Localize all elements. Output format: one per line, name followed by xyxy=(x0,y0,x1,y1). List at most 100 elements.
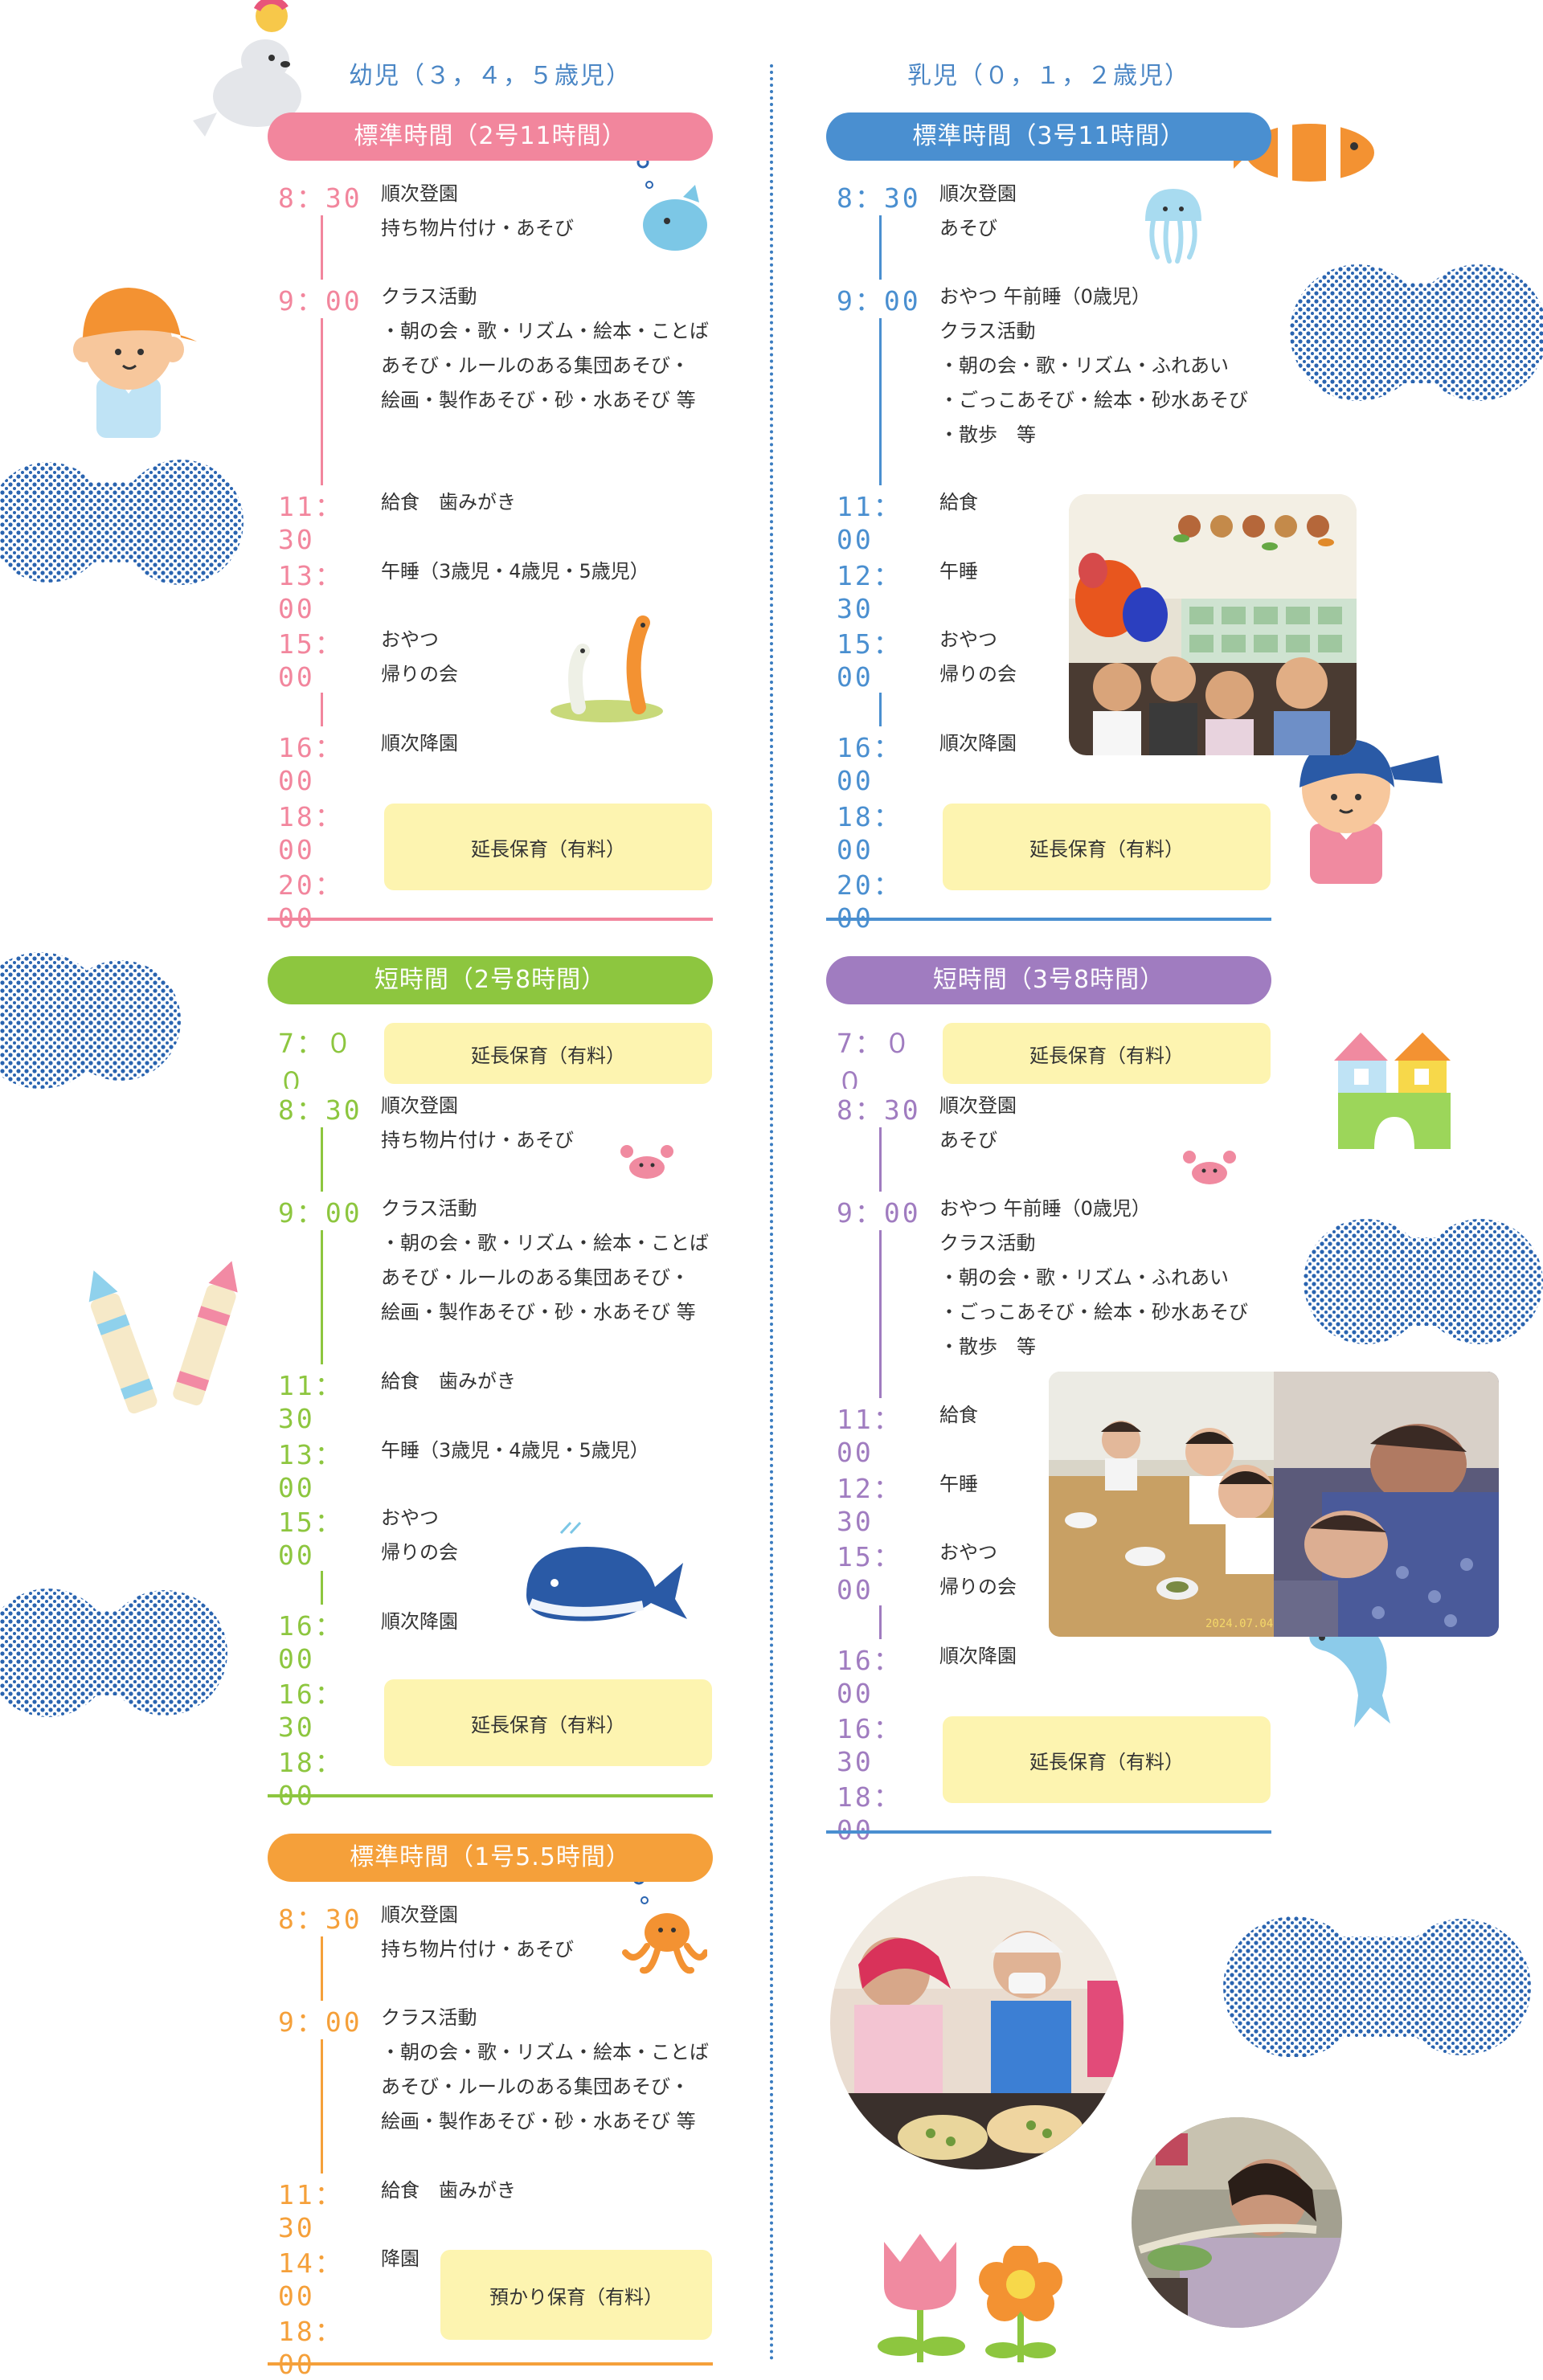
activity: 順次降園 xyxy=(939,1645,1017,1667)
extended-care-box: 延長保育（有料） xyxy=(384,804,712,890)
dot-cloud-right-3 xyxy=(1223,1916,1531,2057)
activity: 給食 xyxy=(939,1404,978,1426)
time-label: 20：00 xyxy=(837,864,933,934)
time-label: 14：00 xyxy=(278,2242,374,2312)
time-label: 8：30 xyxy=(278,1089,374,1127)
time-label: 9：00 xyxy=(278,280,374,318)
time-label: 7：００ xyxy=(278,1022,374,1099)
time-label: 8：30 xyxy=(278,1898,374,1936)
time-label: 15：00 xyxy=(837,1536,933,1605)
time-label: 18：00 xyxy=(278,795,374,865)
time-label: 8：30 xyxy=(837,1089,933,1127)
activity: 午睡 xyxy=(939,1473,978,1495)
activity: 順次降園 xyxy=(381,1610,458,1633)
boy-icon xyxy=(73,288,197,438)
time-label: 8：30 xyxy=(278,177,374,215)
section-title-y-short: 短時間（2号8時間） xyxy=(268,956,713,1004)
activity: 降園 xyxy=(381,2247,420,2270)
time-label: 16：30 xyxy=(837,1707,933,1777)
activity: おやつ 午前睡（0歳児）クラス活動・朝の会・歌・リズム・ふれあい・ごっこあそび・… xyxy=(939,285,1248,446)
section-rule xyxy=(268,1794,713,1797)
section-rule xyxy=(268,918,713,921)
extended-care-morning-box: 延長保育（有料） xyxy=(384,1023,712,1084)
toddlers-mealtime-photo: 2024.07.04 xyxy=(1049,1372,1274,1637)
temporary-care-box: 預かり保育（有料） xyxy=(440,2250,712,2340)
dot-cloud-left-1 xyxy=(0,460,244,585)
time-label: 11：30 xyxy=(278,2173,374,2243)
time-label: 18：00 xyxy=(278,2310,374,2380)
eating-child-photo xyxy=(1132,2117,1342,2328)
seal-icon xyxy=(193,0,301,137)
activity: 順次降園 xyxy=(939,732,1017,754)
section-title-n-std: 標準時間（3号11時間） xyxy=(826,112,1271,161)
photo-date-stamp: 2024.07.04 xyxy=(1205,1617,1273,1630)
time-label: 9：00 xyxy=(278,2001,374,2039)
time-label: 9：00 xyxy=(837,1192,933,1230)
section-title-y-std: 標準時間（2号11時間） xyxy=(268,112,713,161)
section-rule xyxy=(826,918,1271,921)
cooking-children-photo xyxy=(830,1876,1123,2169)
jellyfish-icon xyxy=(1145,189,1201,264)
time-label: 11：00 xyxy=(837,485,933,555)
activity: 午睡 xyxy=(939,560,978,583)
time-label: 11：30 xyxy=(278,1364,374,1434)
sunfish-icon xyxy=(636,156,707,251)
extended-care-box: 延長保育（有料） xyxy=(943,804,1271,890)
section-rule xyxy=(826,1830,1271,1834)
garden-eels-icon xyxy=(550,615,663,722)
activity: おやつ帰りの会 xyxy=(381,628,458,685)
time-label: 16：00 xyxy=(837,726,933,796)
activity: おやつ帰りの会 xyxy=(939,628,1017,685)
napping-children-photo xyxy=(1274,1372,1499,1637)
time-label: 15：00 xyxy=(278,623,374,693)
time-label: 13：00 xyxy=(278,554,374,624)
crayons-icon xyxy=(88,1261,238,1414)
tulip-icon xyxy=(878,2234,965,2362)
time-label: 7：００ xyxy=(837,1022,933,1099)
infant-column-title: 幼児（３，４，５歳児） xyxy=(349,62,632,90)
activity: おやつ帰りの会 xyxy=(381,1507,458,1564)
time-label: 16：00 xyxy=(278,1605,374,1675)
dot-cloud-right-2 xyxy=(1304,1219,1543,1344)
activity: 順次登園あそび xyxy=(939,1094,1017,1151)
crab-icon-right xyxy=(1183,1151,1236,1184)
activity: クラス活動・朝の会・歌・リズム・絵本・ことばあそび・ルールのある集団あそび・絵画… xyxy=(381,285,709,411)
activity: 給食 歯みがき xyxy=(381,491,516,513)
activity: 順次登園持ち物片付け・あそび xyxy=(381,1904,574,1961)
activity: 午睡（3歳児・4歳児・5歳児） xyxy=(381,560,649,583)
activity: クラス活動・朝の会・歌・リズム・絵本・ことばあそび・ルールのある集団あそび・絵画… xyxy=(381,1197,709,1323)
crab-icon-left xyxy=(620,1145,673,1179)
time-label: 18：00 xyxy=(278,1741,374,1811)
octopus-icon xyxy=(622,1872,707,1974)
time-label: 18：00 xyxy=(837,1776,933,1846)
time-label: 12：30 xyxy=(837,554,933,624)
section-rule xyxy=(268,2362,713,2366)
activity: 順次登園あそび xyxy=(939,182,1017,239)
dot-cloud-left-2 xyxy=(0,952,181,1089)
time-label: 13：00 xyxy=(278,1433,374,1503)
dot-cloud-left-3 xyxy=(0,1589,227,1717)
time-label: 8：30 xyxy=(837,177,933,215)
extended-care-morning-box: 延長保育（有料） xyxy=(943,1023,1271,1084)
section-title-y-1go: 標準時間（1号5.5時間） xyxy=(268,1834,713,1882)
baby-column-title: 乳児（０，１，２歳児） xyxy=(907,62,1190,90)
activity: 給食 歯みがき xyxy=(381,1370,516,1392)
column-divider xyxy=(770,64,773,2362)
extended-care-evening-box: 延長保育（有料） xyxy=(384,1679,712,1766)
time-label: 15：00 xyxy=(278,1501,374,1571)
timeline-line xyxy=(321,1936,323,2338)
activity: 順次登園持ち物片付け・あそび xyxy=(381,182,574,239)
activity: 順次登園持ち物片付け・あそび xyxy=(381,1094,574,1151)
flower-icon xyxy=(979,2246,1062,2362)
extended-care-evening-box: 延長保育（有料） xyxy=(943,1716,1271,1803)
activity: 順次降園 xyxy=(381,732,458,754)
time-label: 12：30 xyxy=(837,1467,933,1537)
blocks-icon xyxy=(1334,1033,1451,1149)
section-title-n-short: 短時間（3号8時間） xyxy=(826,956,1271,1004)
activity: おやつ帰りの会 xyxy=(939,1541,1017,1598)
activity: 給食 xyxy=(939,491,978,513)
activity: クラス活動・朝の会・歌・リズム・絵本・ことばあそび・ルールのある集団あそび・絵画… xyxy=(381,2006,709,2133)
whale-icon xyxy=(526,1521,687,1621)
time-label: 9：00 xyxy=(278,1192,374,1230)
dot-cloud-right-1 xyxy=(1290,264,1543,401)
